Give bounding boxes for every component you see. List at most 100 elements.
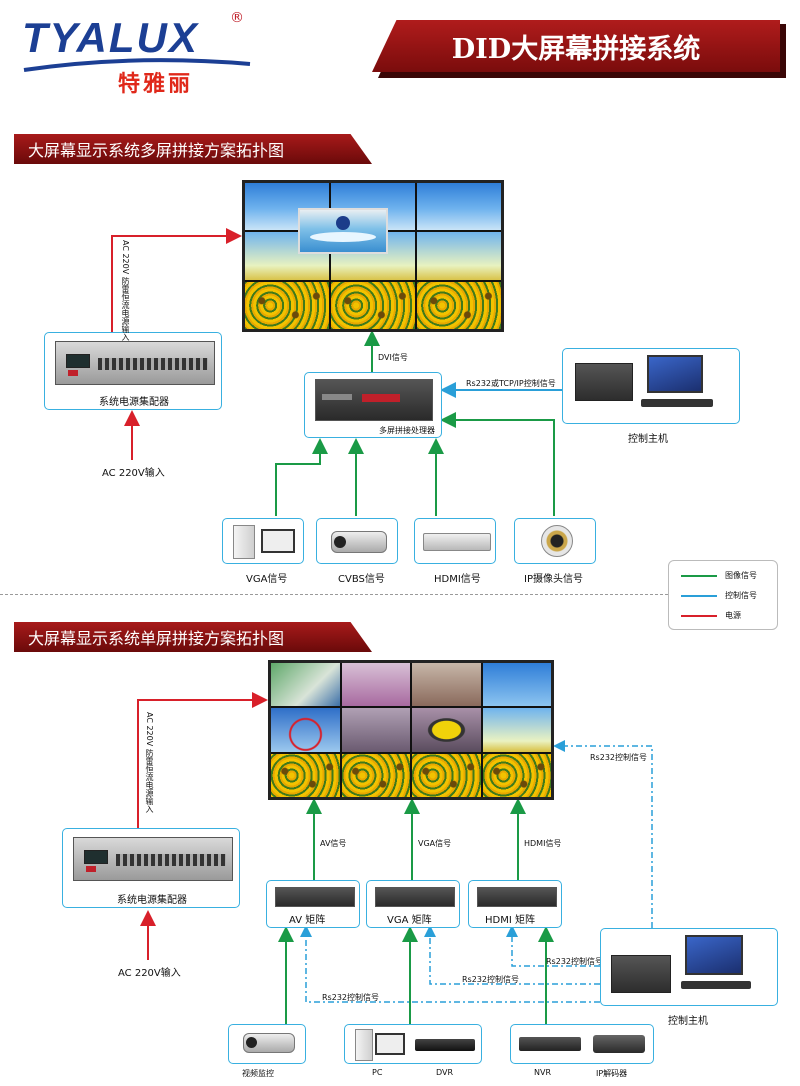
ipcam-source-box	[514, 518, 596, 564]
wall-tile	[341, 753, 410, 797]
dvi-label: DVI信号	[378, 353, 408, 362]
cctv-camera-icon	[243, 1033, 295, 1053]
pc-monitor-icon	[375, 1033, 405, 1055]
cctv-source-box	[228, 1024, 306, 1064]
rs232-label-hdmi: Rs232控制信号	[546, 957, 603, 966]
rs232-label-vga: Rs232控制信号	[462, 975, 519, 984]
hdmi-source-box	[414, 518, 496, 564]
rs232-label-av: Rs232控制信号	[322, 993, 379, 1002]
server-icon	[611, 955, 671, 993]
cvbs-source-box	[316, 518, 398, 564]
wall-tile	[417, 281, 501, 329]
power-device-label: 系统电源集配器	[99, 397, 169, 408]
hdmi-matrix-box: HDMI 矩阵	[468, 880, 562, 928]
control-host-box	[562, 348, 740, 424]
ctrl-to-hdmi	[506, 925, 600, 967]
hdmi-source-label: HDMI信号	[434, 574, 481, 585]
legend-swatches	[681, 575, 717, 617]
pc-tower-icon	[355, 1029, 373, 1061]
power-device-label-2: 系统电源集配器	[117, 895, 187, 906]
pc-source-label: PC	[372, 1068, 383, 1077]
section-divider	[0, 594, 668, 595]
keyboard-icon	[641, 399, 713, 407]
power-note-vertical: AC 220V 防雷恒流电源输入	[121, 240, 130, 341]
av-signal-label: AV信号	[320, 839, 347, 848]
splicing-processor-box: 多屏拼接处理器	[304, 372, 442, 438]
ac-input-label-2: AC 220V输入	[118, 968, 181, 979]
power-distributor-box: 系统电源集配器	[44, 332, 222, 410]
av-matrix-icon	[275, 887, 355, 907]
ctrl-to-av	[300, 925, 600, 1003]
monitor-icon	[685, 935, 743, 975]
ctrl-to-wall	[553, 740, 653, 928]
control-host-label-2: 控制主机	[668, 1016, 708, 1027]
ac-input-label: AC 220V输入	[102, 468, 165, 479]
media-player-icon	[423, 533, 491, 551]
wall-tile	[482, 708, 551, 752]
rs232-label-wall: Rs232控制信号	[590, 753, 647, 762]
hdmi-matrix-label: HDMI 矩阵	[485, 915, 535, 926]
pc-dvr-source-box	[344, 1024, 482, 1064]
wall-tile	[482, 753, 551, 797]
logo-swoosh	[23, 58, 251, 72]
nvr-source-label: NVR	[534, 1068, 552, 1077]
legend-control-signal: 控制信号	[725, 591, 757, 600]
nvr-icon	[519, 1037, 581, 1051]
wall-tile	[341, 663, 410, 707]
vga-line	[275, 438, 328, 516]
vga-source-box	[222, 518, 304, 564]
dvr-source-label: DVR	[436, 1068, 454, 1077]
legend-power: 电源	[725, 611, 741, 620]
vga-matrix-box: VGA 矩阵	[366, 880, 460, 928]
server-icon	[575, 363, 633, 401]
dome-camera-icon	[541, 525, 573, 557]
vga-source-label: VGA信号	[246, 574, 288, 585]
monitor-icon	[647, 355, 703, 393]
power-rack-icon	[73, 837, 233, 881]
vga-signal-label: VGA信号	[418, 839, 452, 848]
wall-tile	[331, 281, 415, 329]
decoder-icon	[593, 1035, 645, 1053]
legend-image-signal: 图像信号	[725, 571, 757, 580]
av-matrix-box: AV 矩阵	[266, 880, 360, 928]
hdmi-matrix-icon	[477, 887, 557, 907]
wall-tile	[245, 281, 329, 329]
av-matrix-label: AV 矩阵	[289, 915, 326, 926]
pc-tower-icon	[233, 525, 255, 559]
swimmer-window	[298, 208, 388, 254]
video-wall-single	[268, 660, 554, 800]
rs232-tcp-label: Rs232或TCP/IP控制信号	[466, 379, 556, 388]
ctrl-to-vga	[424, 925, 600, 985]
power-distributor-box-2: 系统电源集配器	[62, 828, 240, 908]
processor-rack-icon	[315, 379, 433, 421]
dvr-icon	[415, 1039, 475, 1051]
power-rack-icon	[55, 341, 215, 385]
ipcam-source-label: IP摄像头信号	[524, 574, 583, 585]
wall-tile	[482, 663, 551, 707]
ipcam-line	[440, 412, 555, 516]
processor-label: 多屏拼接处理器	[379, 426, 435, 435]
pc-monitor-icon	[261, 529, 295, 553]
logo-wordmark: TYALUX	[22, 14, 199, 61]
wall-tile	[412, 753, 481, 797]
decoder-source-label: IP解码器	[596, 1069, 628, 1078]
wall-tile	[417, 232, 501, 280]
logo-chinese: 特雅丽	[118, 72, 194, 97]
page-title: DID大屏幕拼接系统	[372, 20, 780, 72]
vga-matrix-icon	[375, 887, 455, 907]
control-host-box-2	[600, 928, 778, 1006]
wall-tile	[412, 708, 481, 752]
wall-tile	[271, 663, 340, 707]
power2-line-wall	[137, 692, 268, 828]
cctv-camera-icon	[331, 531, 387, 553]
power-line-wall	[111, 228, 242, 334]
legend: 图像信号 控制信号 电源	[668, 560, 778, 630]
section2-heading: 大屏幕显示系统单屏拼接方案拓扑图	[14, 622, 372, 652]
wall-tile	[417, 183, 501, 231]
cvbs-source-label: CVBS信号	[338, 574, 385, 585]
nvr-decoder-source-box	[510, 1024, 654, 1064]
cctv-source-label: 视频监控	[242, 1069, 274, 1078]
section1-connections	[111, 228, 562, 516]
keyboard-icon	[681, 981, 751, 989]
